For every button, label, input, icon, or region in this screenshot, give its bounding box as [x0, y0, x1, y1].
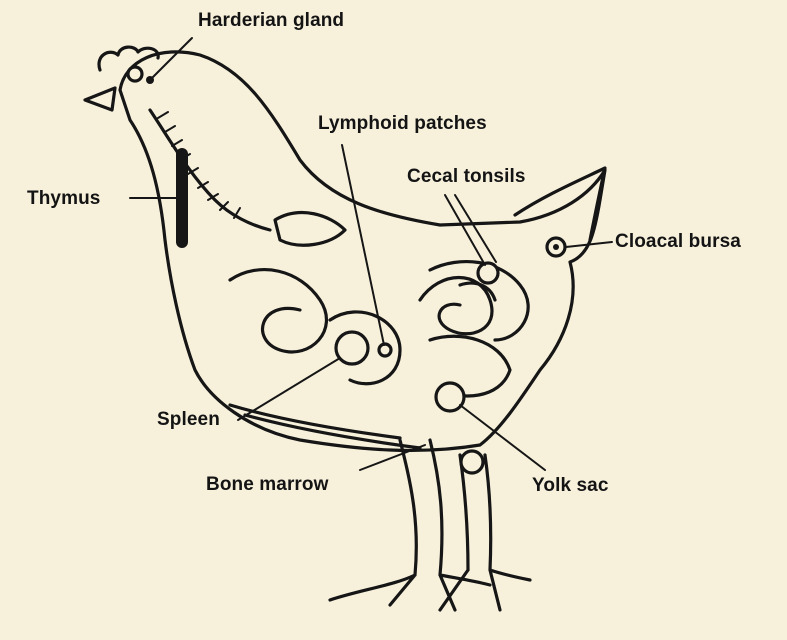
lung-lobe [275, 213, 345, 246]
label-cecal-tonsils: Cecal tonsils [407, 166, 526, 188]
spleen [336, 332, 368, 364]
label-spleen: Spleen [157, 409, 220, 431]
cecal-tonsil [478, 263, 498, 283]
eye [128, 67, 142, 81]
comb [99, 47, 158, 70]
leg-right [440, 455, 530, 610]
leader-spleen [238, 358, 340, 420]
label-harderian-gland: Harderian gland [198, 10, 344, 32]
chicken-body-outline [120, 52, 605, 451]
beak [85, 88, 115, 110]
trachea-rings [158, 112, 240, 218]
leader-lymphoid [342, 145, 384, 345]
leader-cecal-1 [445, 195, 485, 265]
leader-cecal-2 [455, 195, 496, 262]
label-bone-marrow: Bone marrow [206, 474, 329, 496]
label-thymus: Thymus [27, 188, 100, 210]
yolk-sac [436, 383, 464, 411]
label-yolk-sac: Yolk sac [532, 475, 609, 497]
label-cloacal-bursa: Cloacal bursa [615, 231, 741, 253]
trachea [150, 110, 270, 230]
tail [515, 168, 605, 240]
label-lymphoid-patches: Lymphoid patches [318, 113, 487, 135]
knee-joint [461, 451, 483, 473]
lymphoid-patch [379, 344, 391, 356]
intestines [230, 270, 510, 396]
bursa-center [553, 244, 559, 250]
